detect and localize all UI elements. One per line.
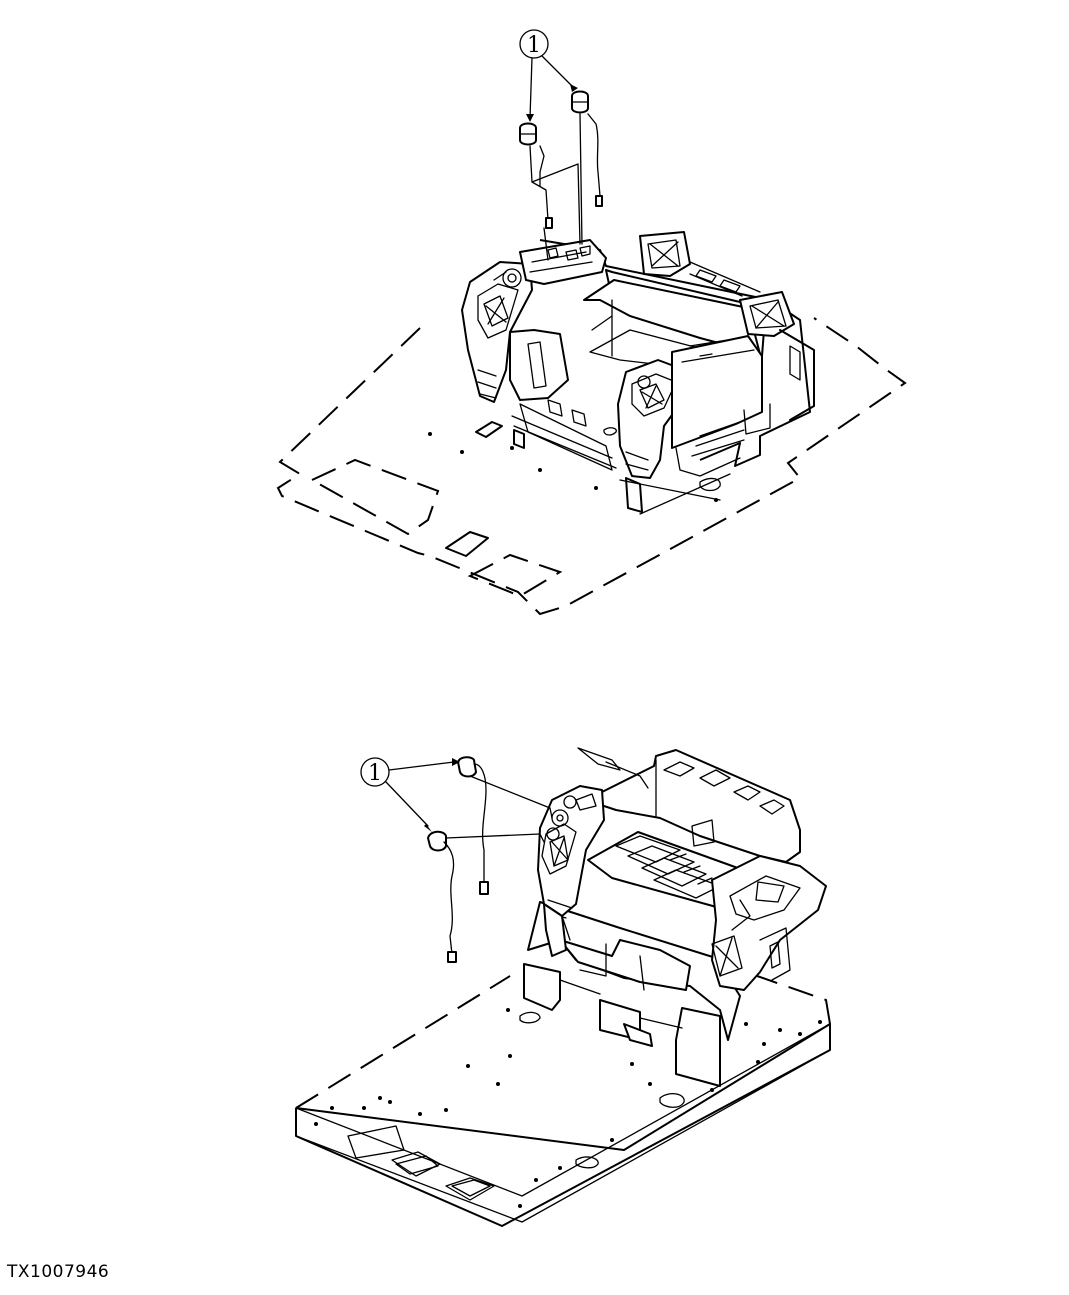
- top-harness-left: [519, 122, 581, 245]
- bottom-harness-lower: [427, 830, 545, 963]
- top-harness-right: [571, 90, 603, 245]
- top-console-frame: [461, 227, 815, 515]
- bottom-harness-upper: [457, 756, 553, 895]
- bottom-floor-plate: [295, 967, 831, 1227]
- top-callout-number: 1: [527, 33, 541, 58]
- top-assembly-view: 1: [276, 29, 907, 616]
- top-callout: 1: [519, 29, 578, 122]
- bottom-callout: 1: [360, 757, 460, 832]
- bottom-assembly-view: 1: [295, 747, 831, 1227]
- figure-id-label: TX1007946: [7, 1262, 110, 1282]
- bottom-console-frame: [523, 747, 827, 1087]
- bottom-callout-number: 1: [368, 761, 382, 786]
- top-floor-plate: [276, 317, 907, 616]
